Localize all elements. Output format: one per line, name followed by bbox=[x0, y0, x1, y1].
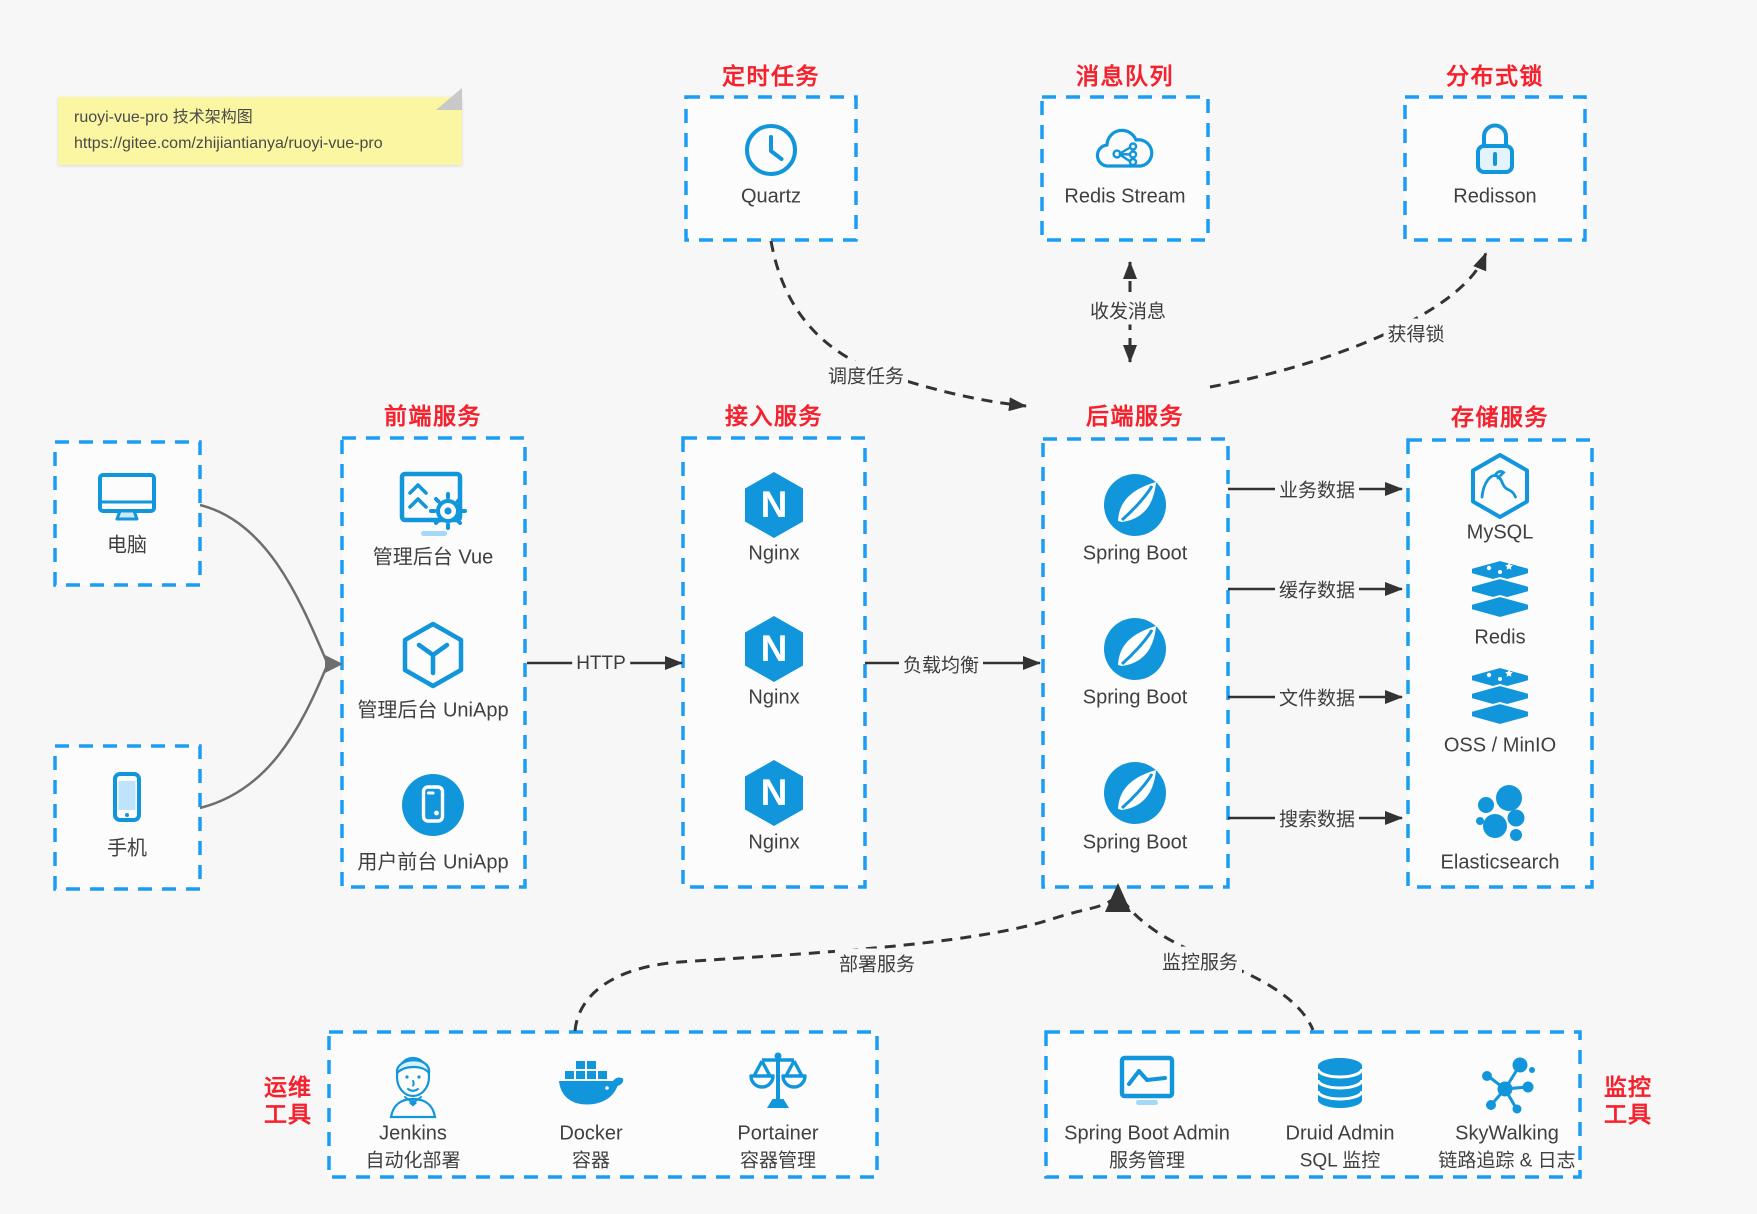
node-label: Redis Stream bbox=[1064, 185, 1186, 208]
edge-label-acquire-lock: 获得锁 bbox=[1383, 318, 1449, 348]
node-label: Spring Boot bbox=[1082, 831, 1188, 854]
group-title-frontend: 前端服务 bbox=[384, 403, 482, 429]
admin-dashboard-icon bbox=[393, 469, 473, 541]
node-label: MySQL bbox=[1466, 521, 1534, 544]
sticky-note: ruoyi-vue-pro 技术架构图 https://gitee.com/zh… bbox=[58, 97, 462, 165]
oss-minio-icon bbox=[1467, 665, 1533, 727]
node-label: Docker bbox=[559, 1122, 623, 1145]
jenkins-icon bbox=[381, 1045, 445, 1121]
group-title-gateway: 接入服务 bbox=[725, 403, 823, 429]
spring-boot-admin-icon bbox=[1115, 1053, 1179, 1113]
schedule-task-curve bbox=[769, 240, 1027, 412]
cloud-message-icon bbox=[1092, 123, 1158, 175]
node-label: 管理后台 UniApp bbox=[357, 699, 509, 722]
smartphone-icon bbox=[106, 770, 148, 828]
group-title-scheduled-tasks: 定时任务 bbox=[722, 63, 820, 89]
ops-tools-label: 运维 工具 bbox=[264, 1074, 312, 1127]
edge-label-search-data: 搜索数据 bbox=[1274, 803, 1360, 833]
edge-label-schedule: 调度任务 bbox=[823, 360, 909, 390]
node-label: Portainer bbox=[737, 1122, 819, 1145]
skywalking-icon bbox=[1475, 1052, 1539, 1116]
node-label: Spring Boot Admin bbox=[1064, 1122, 1230, 1145]
node-label: Spring Boot bbox=[1082, 686, 1188, 709]
node-label: Druid Admin bbox=[1285, 1122, 1395, 1145]
group-title-storage: 存储服务 bbox=[1451, 404, 1549, 430]
node-label: Quartz bbox=[740, 185, 802, 208]
edge-label-monitor: 监控服务 bbox=[1157, 946, 1243, 976]
note-title: ruoyi-vue-pro 技术架构图 bbox=[74, 109, 253, 126]
node-label: Elasticsearch bbox=[1440, 851, 1560, 874]
node-desc: 服务管理 bbox=[1108, 1150, 1186, 1172]
spring-boot-icon bbox=[1099, 613, 1171, 685]
node-desc: SQL 监控 bbox=[1299, 1150, 1381, 1172]
node-label: Nginx bbox=[748, 831, 800, 854]
svg-text:N: N bbox=[761, 628, 788, 669]
scheduled-task-box bbox=[684, 95, 858, 242]
edge-label-business-data: 业务数据 bbox=[1274, 474, 1360, 504]
druid-icon bbox=[1311, 1053, 1369, 1115]
group-title-distributed-lock: 分布式锁 bbox=[1446, 63, 1544, 89]
edge-label-file-data: 文件数据 bbox=[1274, 682, 1360, 712]
elasticsearch-icon bbox=[1468, 782, 1532, 846]
client-arrowhead bbox=[325, 655, 343, 673]
monitoring-tools-label: 监控 工具 bbox=[1604, 1074, 1652, 1127]
node-label: OSS / MinIO bbox=[1443, 734, 1557, 757]
nginx-icon: N bbox=[740, 756, 808, 830]
lock-icon bbox=[1467, 117, 1523, 179]
edge-label-http: HTTP bbox=[572, 652, 630, 676]
mysql-icon bbox=[1467, 451, 1533, 521]
note-fold-corner bbox=[436, 88, 462, 110]
uniapp-cube-icon bbox=[397, 618, 469, 692]
svg-text:N: N bbox=[761, 484, 788, 525]
client-to-frontend-curves bbox=[199, 503, 328, 810]
node-label: Jenkins bbox=[379, 1122, 447, 1145]
node-label: Redisson bbox=[1453, 185, 1537, 208]
edge-label-load-balance: 负载均衡 bbox=[898, 649, 984, 679]
clock-icon bbox=[742, 121, 800, 179]
node-label: 用户前台 UniApp bbox=[357, 851, 509, 874]
message-queue-box bbox=[1040, 95, 1210, 242]
node-label: 手机 bbox=[107, 837, 147, 860]
edge-label-deploy: 部署服务 bbox=[834, 948, 920, 978]
group-title-message-queue: 消息队列 bbox=[1076, 63, 1174, 89]
nginx-icon: N bbox=[740, 468, 808, 542]
group-title-backend: 后端服务 bbox=[1086, 403, 1184, 429]
node-desc: 链路追踪 & 日志 bbox=[1438, 1150, 1576, 1172]
node-label: Nginx bbox=[748, 542, 800, 565]
node-label: 管理后台 Vue bbox=[372, 546, 494, 569]
node-label: 电脑 bbox=[107, 534, 147, 557]
svg-text:N: N bbox=[761, 772, 788, 813]
acquire-lock-curve bbox=[1209, 252, 1488, 389]
desktop-icon bbox=[95, 468, 159, 524]
node-desc: 自动化部署 bbox=[365, 1150, 461, 1172]
node-label: SkyWalking bbox=[1455, 1122, 1559, 1145]
edge-label-cache-data: 缓存数据 bbox=[1274, 574, 1360, 604]
node-desc: 容器管理 bbox=[739, 1150, 817, 1172]
portainer-icon bbox=[745, 1048, 811, 1118]
deploy-monitor-arrowhead bbox=[1105, 883, 1131, 912]
node-label: Nginx bbox=[748, 686, 800, 709]
edge-label-messaging: 收发消息 bbox=[1085, 295, 1171, 325]
redis-icon bbox=[1467, 558, 1533, 620]
node-label: Redis bbox=[1474, 626, 1526, 649]
node-desc: 容器 bbox=[571, 1150, 611, 1172]
mobile-app-icon bbox=[397, 769, 469, 841]
spring-boot-icon bbox=[1099, 757, 1171, 829]
note-url: https://gitee.com/zhijiantianya/ruoyi-vu… bbox=[74, 135, 383, 152]
node-label: Spring Boot bbox=[1082, 542, 1188, 565]
docker-icon bbox=[555, 1057, 627, 1113]
spring-boot-icon bbox=[1099, 469, 1171, 541]
nginx-icon: N bbox=[740, 612, 808, 686]
